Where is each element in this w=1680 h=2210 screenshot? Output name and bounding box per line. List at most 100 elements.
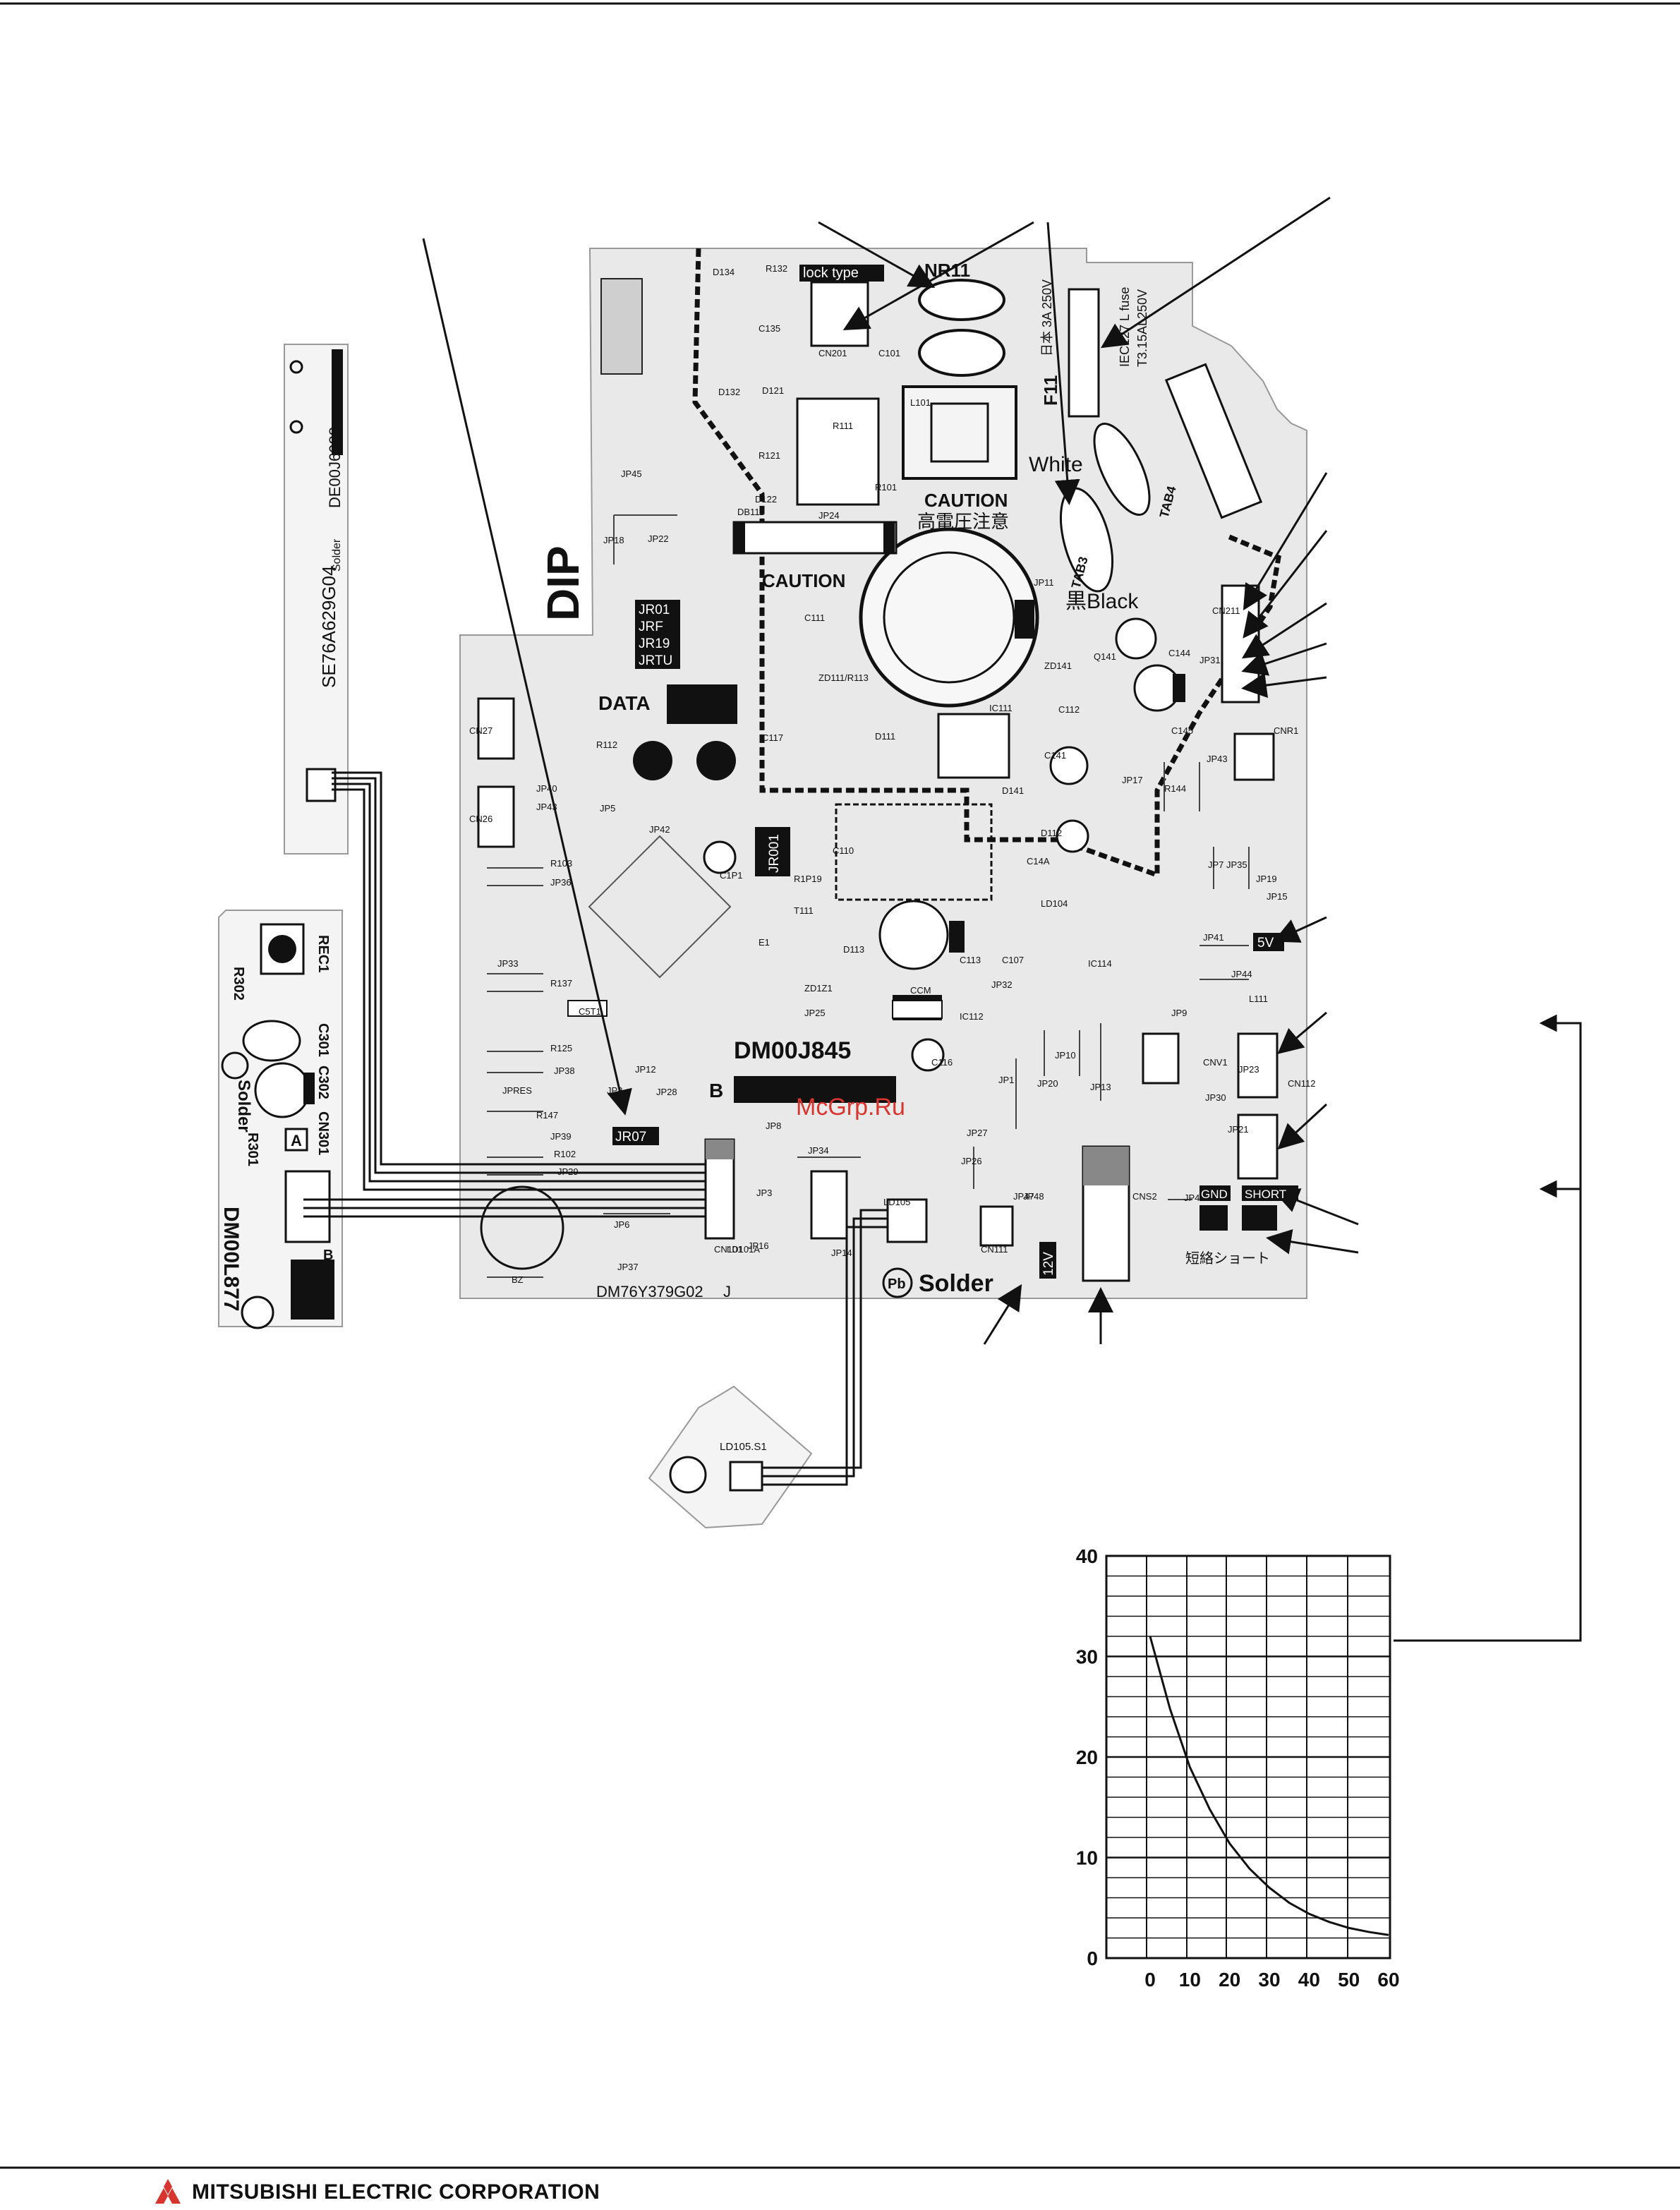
component-label: R121 [759, 450, 780, 461]
component-label: JP37 [617, 1262, 639, 1272]
component-label: CNV1 [1203, 1057, 1228, 1068]
component-label: JP18 [603, 535, 624, 545]
connector-c5t1 [567, 1000, 608, 1017]
capacitor-c144 [1115, 617, 1157, 660]
led-board-connector [729, 1461, 763, 1492]
receiver-hole [241, 1296, 274, 1329]
jr-label-0: JR01 [639, 603, 670, 617]
white-label: White [1029, 453, 1083, 476]
chart-x-tick-label: 10 [1179, 1969, 1201, 1991]
pcb-code-label: DM76Y379G02 [596, 1283, 703, 1300]
short-label: SHORT [1245, 1188, 1286, 1201]
component-label: CN112 [1288, 1078, 1316, 1089]
component-label: JP15 [1267, 891, 1288, 902]
component-label: R144 [1164, 783, 1186, 794]
receiver-b-label: B [323, 1248, 333, 1263]
component-label: JP17 [1122, 775, 1143, 785]
component-label: IC112 [960, 1011, 984, 1022]
chart-x-tick-label: 0 [1144, 1969, 1156, 1991]
leader-arrows [422, 196, 1582, 1642]
component-label: R1P19 [794, 874, 822, 884]
component-label: ZD111/R113 [818, 672, 869, 683]
arrow-cn112 [1277, 1011, 1327, 1054]
board-id-block [734, 1076, 896, 1103]
arrow-tab3 [1046, 222, 1080, 505]
data-label: DATA [598, 692, 651, 714]
jr-label-1: JRF [639, 620, 663, 634]
capacitor-c113-band [949, 921, 965, 953]
v12-label: 12V [1041, 1252, 1056, 1276]
board-id-label: DM00J845 [734, 1037, 851, 1064]
component-label: JP29 [557, 1166, 579, 1177]
component-label: JP16 [748, 1240, 769, 1251]
component-label: JP43 [536, 802, 557, 812]
db111-band [734, 522, 745, 553]
component-label: JP36 [550, 877, 572, 888]
nr11-bottom [918, 329, 1005, 377]
component-label: JP42 [649, 824, 670, 835]
chart-x-tick-label: 40 [1298, 1969, 1320, 1991]
jr-block [635, 600, 680, 669]
component-label: C111 [804, 612, 825, 623]
left-board-code2: DE00J6988 [326, 427, 344, 508]
left-narrow-board [284, 344, 349, 855]
badge-12v [1039, 1242, 1056, 1279]
watermark: McGrp.Ru [796, 1094, 905, 1121]
fuse-f11 [1068, 288, 1100, 418]
component-label: C135 [759, 323, 780, 334]
diamond-marker [588, 835, 732, 979]
component-label: D132 [718, 387, 740, 397]
component-label: C101 [878, 348, 900, 358]
component-label: R137 [550, 978, 572, 989]
jr07-block [612, 1127, 659, 1145]
data-pad-right [696, 741, 736, 780]
component-label: R132 [766, 263, 787, 274]
receiver-pb-solder: Solder [234, 1080, 253, 1133]
capacitor-c111 [859, 527, 1039, 708]
component-label: CN27 [469, 725, 492, 736]
component-label: JP45 [621, 469, 642, 479]
component-label: JP5 [600, 803, 615, 814]
component-label: JP33 [497, 958, 519, 969]
component-label: C145 [1171, 725, 1193, 736]
led-board-lens [669, 1456, 707, 1494]
component-label: C117 [762, 732, 783, 743]
component-label: R101 [875, 482, 897, 493]
buzzer-bz [480, 1185, 564, 1270]
component-label: JP22 [648, 533, 669, 544]
connector-cn111 [979, 1205, 1014, 1247]
db111-band-r [883, 522, 895, 553]
left-board-code: SE76A629G04 [318, 566, 339, 688]
component-label: JP4 [1184, 1192, 1199, 1203]
arrow-fuse [1100, 196, 1331, 349]
gnd-pad [1199, 1185, 1231, 1201]
component-label: C14A [1027, 856, 1050, 867]
component-label: LD104 [1041, 898, 1068, 909]
cn201 [810, 281, 869, 347]
component-label: JP7 [1208, 859, 1223, 870]
component-label: Q141 [1094, 651, 1116, 662]
main-pcb [459, 248, 1307, 1299]
caution-label-1: CAUTION [924, 490, 1008, 511]
receiver-a-box [284, 1128, 308, 1152]
data-pad-left [633, 741, 672, 780]
component-label: CN111 [981, 1244, 1008, 1255]
transformer-t111 [835, 803, 993, 901]
arrow-nr11 [818, 221, 936, 288]
component-label: JP20 [1037, 1078, 1058, 1089]
chart-y-tick-label: 40 [1076, 1545, 1098, 1567]
arrow-cn201 [842, 221, 1034, 330]
capacitor-c141 [1049, 746, 1089, 785]
left-board-pad-1 [289, 360, 303, 374]
jr001-label: JR001 [767, 834, 782, 873]
component-label: JP25 [804, 1008, 826, 1018]
component-label: C112 [1058, 704, 1080, 715]
chart-y-tick-label: 0 [1087, 1948, 1098, 1969]
component-label: JP14 [831, 1248, 852, 1258]
component-label: JP24 [818, 510, 840, 521]
connector-cn26 [477, 785, 515, 848]
trace-lines [487, 514, 1250, 1278]
caution-jp-label: 高電圧注意 [917, 511, 1009, 532]
component-label: IC114 [1088, 958, 1112, 969]
